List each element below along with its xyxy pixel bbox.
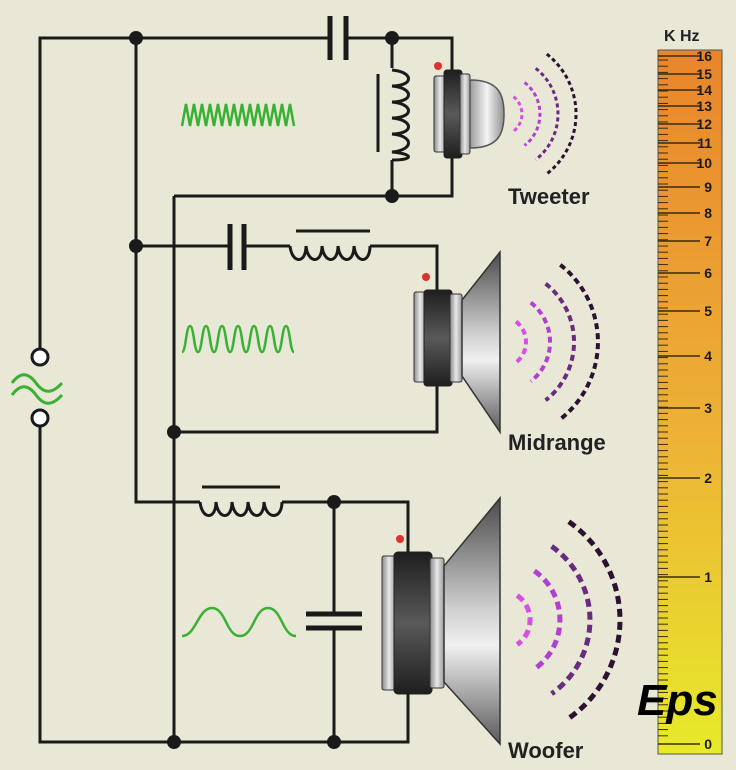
- midrange-wave-1: [514, 319, 529, 365]
- sound-waves: [512, 52, 623, 721]
- tweeter-speaker-icon: [433, 62, 505, 159]
- woofer-wave-1: [515, 593, 533, 647]
- woofer-wave-4: [567, 519, 623, 721]
- woofer-wave-2: [532, 568, 563, 672]
- scale-label-11: 11: [697, 135, 712, 151]
- midrange-inductor: [288, 229, 372, 261]
- scale-label-2: 2: [704, 470, 712, 486]
- midrange-label: Midrange: [508, 430, 606, 455]
- scale-label-10: 10: [696, 155, 712, 171]
- midrange-speaker-icon: [413, 249, 501, 435]
- scale-label-16: 16: [696, 48, 712, 64]
- tweeter-wave-2: [523, 81, 542, 147]
- junction-dots: [129, 31, 399, 749]
- tweeter-label: Tweeter: [508, 184, 590, 209]
- scale-label-15: 15: [696, 66, 712, 82]
- tweeter-wave-4: [545, 52, 578, 176]
- scale-label-1: 1: [704, 569, 712, 585]
- scale-label-6: 6: [704, 265, 712, 281]
- scale-label-12: 12: [696, 116, 712, 132]
- woofer-wave-3: [550, 544, 593, 696]
- waveforms: [180, 103, 297, 638]
- scale-label-5: 5: [704, 303, 712, 319]
- woofer-waveform: [181, 606, 297, 638]
- midrange-wave-2: [529, 301, 553, 383]
- scale-label-14: 14: [696, 82, 712, 98]
- ac-source-icon: [10, 347, 64, 428]
- midrange-capacitor: [227, 224, 247, 270]
- scale-label-8: 8: [704, 205, 712, 221]
- woofer-capacitor: [306, 611, 362, 631]
- circuit-wires: [38, 36, 454, 744]
- scale-label-13: 13: [696, 98, 712, 114]
- tweeter-capacitor: [327, 16, 349, 60]
- tweeter-wave-3: [534, 67, 560, 161]
- tweeter-wave-1: [512, 95, 524, 133]
- tweeter-inductor: [376, 68, 410, 162]
- tweeter-waveform: [180, 103, 296, 127]
- midrange-wave-4: [559, 263, 600, 421]
- scale-label-9: 9: [704, 179, 712, 195]
- woofer-inductor: [198, 485, 284, 517]
- midrange-waveform: [180, 324, 296, 354]
- scale-label-0: 0: [704, 736, 712, 752]
- scale-label-7: 7: [704, 233, 712, 249]
- woofer-speaker-icon: [381, 495, 501, 746]
- woofer-label: Woofer: [508, 738, 584, 763]
- scale-label-3: 3: [704, 400, 712, 416]
- eps-badge: Eps: [637, 676, 718, 725]
- scale-unit-label: K Hz: [664, 28, 700, 45]
- scale-label-4: 4: [704, 348, 712, 364]
